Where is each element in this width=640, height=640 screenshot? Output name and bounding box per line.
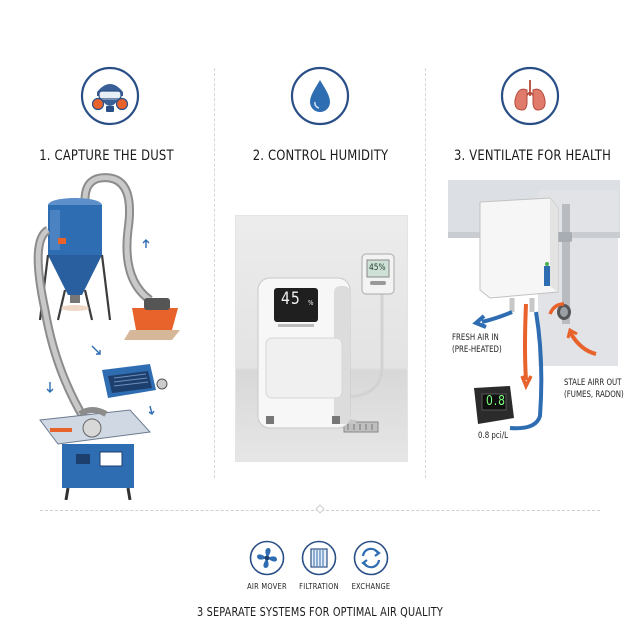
footer-caption: 3 SEPARATE SYSTEMS FOR OPTIMAL AIR QUALI… [196, 605, 443, 619]
table-saw [39, 407, 152, 500]
ventilation-illustration [448, 180, 620, 431]
hygrometer-display: 45% [369, 263, 386, 273]
stale-air-label-line1: STALE AIRR OUT [564, 378, 622, 388]
fresh-air-label-line2: (PRE-HEATED) [452, 345, 502, 355]
column-divider-2 [425, 68, 426, 478]
dehumidifier-display: 45 [281, 289, 301, 309]
fan-icon [249, 540, 285, 576]
dust-collector [38, 198, 112, 321]
radon-monitor-display: 0.8 [486, 394, 506, 409]
footer-label-exchange: EXCHANGE [351, 582, 391, 591]
filter-icon [301, 540, 337, 576]
exchange-arrows-icon [353, 540, 389, 576]
footer-label-air-mover: AIR MOVER [247, 582, 287, 591]
lungs-icon [500, 66, 560, 126]
orbital-sander [124, 298, 180, 340]
respirator-mask-icon [80, 66, 140, 126]
stale-air-label-line2: (FUMES, RADON) [564, 390, 624, 400]
airflow-arrows [46, 239, 155, 415]
column-title-ventilate-health: 3. VENTILATE FOR HEALTH [453, 148, 612, 164]
divider-diamond-icon [315, 504, 325, 514]
footer-label-filtration: FILTRATION [299, 582, 339, 591]
radon-reading-label: 0.8 pci/L [478, 431, 509, 441]
dehumidifier-unit: % [308, 299, 314, 307]
dust-collection-illustration [33, 173, 180, 500]
column-title-capture-dust: 1. CAPTURE THE DUST [39, 148, 174, 164]
column-divider-1 [214, 68, 215, 478]
column-title-control-humidity: 2. CONTROL HUMIDITY [252, 148, 389, 164]
fresh-air-label-line1: FRESH AIR IN [452, 333, 499, 343]
humidity-scene: 45 % 45% [235, 215, 408, 462]
ambient-air-filter [102, 364, 168, 398]
water-drop-icon [290, 66, 350, 126]
